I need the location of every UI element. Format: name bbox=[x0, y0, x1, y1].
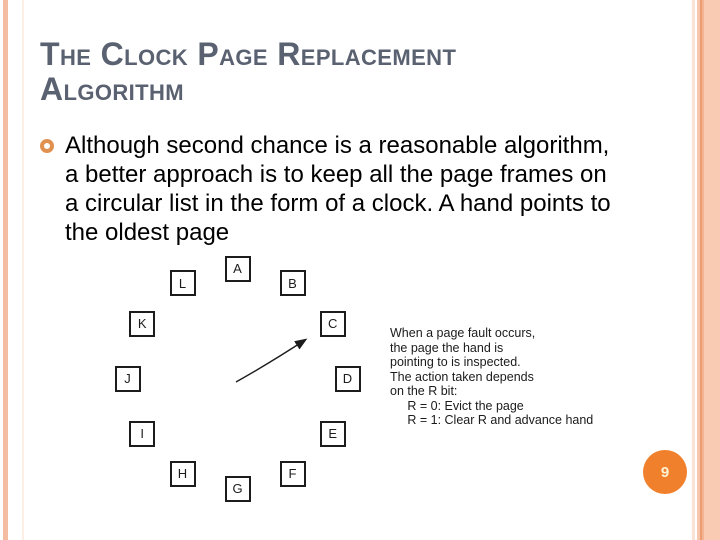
page-frame-K: K bbox=[129, 310, 156, 337]
page-frame-L: L bbox=[169, 270, 196, 297]
right-edge-stripe-2 bbox=[697, 0, 700, 540]
page-frame-E: E bbox=[319, 420, 346, 447]
arrow-icon bbox=[235, 338, 308, 383]
page-frame-H: H bbox=[169, 460, 196, 487]
ring-bullet-icon bbox=[40, 139, 54, 153]
page-frame-J: J bbox=[114, 365, 141, 392]
page-frame-B: B bbox=[279, 270, 306, 297]
page-frame-G: G bbox=[224, 475, 251, 502]
bullet-text: Although second chance is a reasonable a… bbox=[65, 132, 611, 246]
right-edge-stripe-3 bbox=[700, 0, 702, 540]
page-number-badge: 9 bbox=[643, 450, 687, 494]
page-frame-C: C bbox=[319, 310, 346, 337]
diagram-annotation: When a page fault occurs, the page the h… bbox=[390, 326, 594, 427]
left-edge-faint-stripe bbox=[22, 0, 24, 540]
left-edge-stripe bbox=[3, 0, 8, 540]
page-frame-F: F bbox=[279, 460, 306, 487]
page-frame-A: A bbox=[224, 255, 251, 282]
right-edge-stripe-5 bbox=[704, 0, 720, 540]
page-frame-D: D bbox=[334, 365, 361, 392]
page-number: 9 bbox=[660, 463, 670, 481]
slide-title: The Clock Page Replacement Algorithm bbox=[40, 36, 457, 107]
right-edge-stripe-4 bbox=[702, 0, 704, 540]
page-frame-I: I bbox=[129, 420, 156, 447]
right-edge-stripe-1 bbox=[692, 0, 695, 540]
